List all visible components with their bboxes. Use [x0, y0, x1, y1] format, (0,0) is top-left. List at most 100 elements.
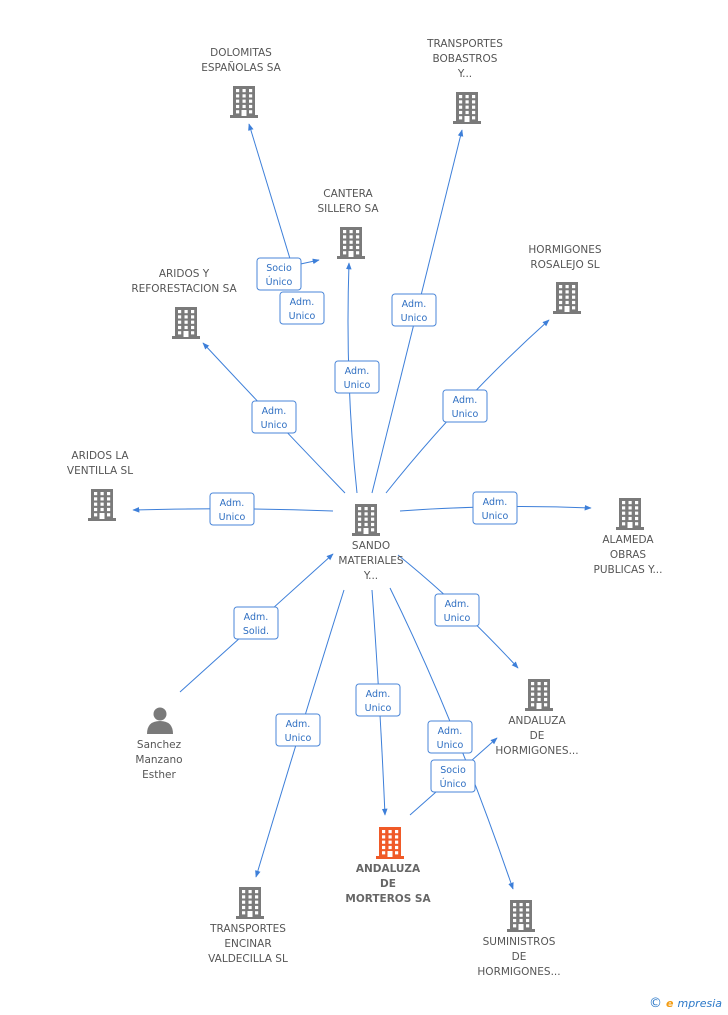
edge-label-text: Unico — [437, 740, 464, 751]
edge-label-box — [279, 291, 325, 325]
node-label: SUMINISTROS — [483, 936, 556, 948]
edge-label-text: Adm. — [262, 406, 287, 417]
edge-label-text: Adm. — [453, 395, 478, 406]
node-bobastros[interactable]: TRANSPORTESBOBASTROSY... — [426, 38, 503, 124]
person-icon[interactable] — [147, 707, 173, 735]
edge-label-text: Único — [440, 778, 467, 790]
node-suministros[interactable]: SUMINISTROS DE HORMIGONES... — [477, 900, 561, 978]
edge-label[interactable]: Adm. Unico — [355, 683, 401, 717]
node-label: ANDALUZA — [508, 715, 566, 727]
node-label: DE — [380, 878, 396, 890]
edge-label[interactable]: Adm. Unico — [472, 491, 518, 525]
building-icon[interactable] — [352, 504, 380, 536]
edge-label-text: Solid. — [243, 626, 269, 637]
edge-label-box — [427, 720, 473, 754]
edge-label-text: Único — [266, 276, 293, 288]
node-label: HORMIGONES... — [495, 745, 578, 757]
edge-label-box — [251, 400, 297, 434]
building-icon[interactable] — [616, 498, 644, 530]
edge-label-box — [472, 491, 518, 525]
node-label: SILLERO SA — [317, 203, 379, 215]
edge-label-text: Unico — [344, 380, 371, 391]
node-label: TRANSPORTES — [426, 38, 503, 50]
building-icon[interactable] — [172, 307, 200, 339]
edge-label[interactable]: Adm.Unico — [275, 713, 321, 747]
node-dolomitas[interactable]: DOLOMITAS ESPAÑOLAS SA — [201, 47, 282, 118]
edge-label-box — [275, 713, 321, 747]
edge-label-text: Unico — [289, 311, 316, 322]
copyright-icon: © — [649, 996, 663, 1011]
node-label: MORTEROS SA — [345, 893, 431, 905]
edge-label[interactable]: Adm.Unico — [209, 492, 255, 526]
building-icon[interactable] — [88, 489, 116, 521]
node-label: Esther — [142, 769, 176, 781]
edge-label-text: Unico — [219, 512, 246, 523]
building-icon[interactable] — [337, 227, 365, 259]
edge-label-text: Adm. — [286, 719, 311, 730]
edge-label[interactable]: Adm. Unico — [334, 360, 380, 394]
edge-label-box — [256, 257, 302, 291]
node-label: DE — [530, 730, 545, 742]
node-morteros[interactable]: ANDALUZA DE MORTEROS SA — [345, 827, 431, 905]
node-andaluza_horm[interactable]: ANDALUZA DE HORMIGONES... — [495, 679, 579, 757]
node-label: TRANSPORTES — [209, 923, 286, 935]
node-label: ESPAÑOLAS SA — [201, 61, 281, 74]
node-label: PUBLICAS Y... — [594, 564, 663, 576]
building-icon[interactable] — [453, 92, 481, 124]
edge-label-box — [334, 360, 380, 394]
node-label: Manzano — [135, 754, 182, 766]
node-label: HORMIGONES... — [477, 966, 560, 978]
node-label: ROSALEJO SL — [530, 259, 599, 271]
edge-label-text: Unico — [482, 511, 509, 522]
edge-label[interactable]: Adm.Unico — [391, 293, 437, 327]
node-label: DE — [512, 951, 527, 963]
edge-label-box — [434, 593, 480, 627]
building-icon[interactable] — [507, 900, 535, 932]
edge-label-text: Adm. — [290, 297, 315, 308]
edge-label-text: Adm. — [366, 689, 391, 700]
edge-label-text: Adm. — [483, 497, 508, 508]
node-label: ANDALUZA — [356, 863, 421, 875]
building-icon[interactable] — [236, 887, 264, 919]
node-sando[interactable]: SANDOMATERIALESY... — [338, 504, 404, 582]
edge-label-text: Adm. — [345, 366, 370, 377]
edge-label[interactable]: Adm.Unico — [434, 593, 480, 627]
edge-label-box — [391, 293, 437, 327]
edge-label[interactable]: Adm. Unico — [427, 720, 473, 754]
brand-name: mpresia — [677, 997, 722, 1010]
edge-label[interactable]: Adm. Solid. — [233, 606, 279, 640]
edge-label-text: Socio — [440, 765, 466, 776]
node-label: BOBASTROS — [433, 53, 498, 65]
building-icon[interactable] — [553, 282, 581, 314]
edge-label-text: Unico — [452, 409, 479, 420]
edge-label[interactable]: Adm. Unico — [442, 389, 488, 423]
node-label: SANDO — [352, 540, 390, 552]
building-icon[interactable] — [376, 827, 404, 859]
node-label: Y... — [363, 570, 378, 582]
node-label: DOLOMITAS — [210, 47, 272, 59]
edge-label-text: Unico — [401, 313, 428, 324]
edge-label-text: Socio — [266, 263, 292, 274]
node-label: REFORESTACION SA — [131, 283, 237, 295]
edge-label-text: Unico — [365, 703, 392, 714]
edge-label[interactable]: Adm. Unico — [279, 291, 325, 325]
edge-label-text: Unico — [444, 613, 471, 624]
edge-label-box — [209, 492, 255, 526]
building-icon[interactable] — [230, 86, 258, 118]
edge-label-text: Adm. — [244, 612, 269, 623]
edge-label-text: Adm. — [438, 726, 463, 737]
building-icon[interactable] — [525, 679, 553, 711]
edge-label-text: Unico — [261, 420, 288, 431]
edge-label[interactable]: Adm. Unico — [251, 400, 297, 434]
